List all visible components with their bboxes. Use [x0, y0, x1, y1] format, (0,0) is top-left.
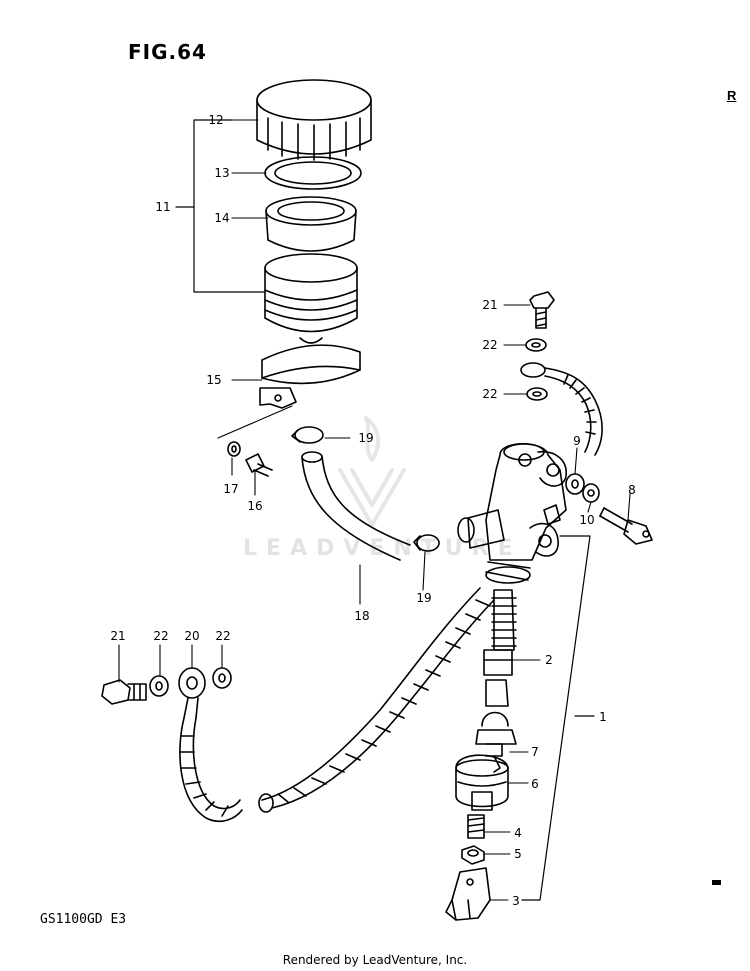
group-bracket-11: [175, 119, 266, 293]
washer-17: [227, 441, 241, 457]
callout-4: 4: [514, 826, 522, 840]
washer-22-upper: [525, 338, 547, 352]
callout-5: 5: [514, 847, 522, 861]
callout-7: 7: [531, 745, 539, 759]
watermark: LEADVENTURE: [243, 536, 522, 561]
brake-hose-lower: [258, 587, 495, 813]
callout-6: 6: [531, 777, 539, 791]
washer-22-lower-left: [149, 675, 169, 697]
callout-21-lower: 21: [110, 629, 125, 643]
reservoir-body: [264, 253, 358, 344]
callout-21-upper: 21: [482, 298, 497, 312]
brake-hose-upper: [520, 362, 603, 456]
figure-title: FIG.64: [128, 40, 207, 64]
callout-18: 18: [354, 609, 369, 623]
callout-13: 13: [214, 166, 229, 180]
callout-20: 20: [184, 629, 199, 643]
callout-labels: 12 13 11 14 15 21 22 22 9 19 17 16 8 10 …: [110, 113, 635, 908]
bolt-8: [599, 507, 653, 545]
callout-22-lower-right: 22: [215, 629, 230, 643]
callout-9: 9: [573, 434, 581, 448]
hose-clamp-lower: [413, 534, 440, 552]
model-code: GS1100GD E3: [40, 912, 127, 927]
callout-14: 14: [214, 211, 229, 225]
leader-lines: [118, 119, 631, 901]
callout-22-middle: 22: [482, 387, 497, 401]
bolt-16: [245, 453, 273, 477]
callout-15: 15: [206, 373, 221, 387]
side-mark: R: [727, 88, 737, 103]
hose-clamp-upper: [291, 426, 324, 444]
push-rod-parts: [455, 711, 517, 811]
washer-10: [582, 483, 600, 503]
diaphragm: [264, 156, 362, 190]
watermark-logo: [338, 416, 406, 527]
reservoir-band: [259, 344, 361, 409]
group-bracket-1: [521, 535, 595, 901]
callout-12: 12: [208, 113, 223, 127]
callout-2: 2: [545, 653, 553, 667]
washer-9: [565, 473, 585, 495]
callout-8: 8: [628, 483, 636, 497]
callout-10: 10: [579, 513, 594, 527]
clevis-3: [445, 867, 491, 921]
reservoir-cap: [256, 79, 372, 161]
callout-22-lower-left: 22: [153, 629, 168, 643]
callout-11: 11: [155, 200, 170, 214]
adjuster-bolt-4: [467, 814, 485, 839]
lock-nut-5: [461, 845, 485, 865]
callout-19-upper: 19: [358, 431, 373, 445]
callout-19-lower: 19: [416, 591, 431, 605]
reservoir-hose: [301, 451, 411, 561]
union-bolt-upper: [529, 291, 555, 329]
margin-mark: [712, 880, 721, 885]
callout-17: 17: [223, 482, 238, 496]
diaphragm-plate: [265, 196, 357, 252]
banjo-fitting-20: [178, 667, 243, 823]
footer-credit: Rendered by LeadVenture, Inc.: [282, 953, 468, 967]
washer-22-middle: [526, 387, 548, 401]
washer-22-lower-right: [212, 667, 232, 689]
callout-16: 16: [247, 499, 262, 513]
callout-3: 3: [512, 894, 520, 908]
callout-1: 1: [599, 710, 607, 724]
callout-22-upper: 22: [482, 338, 497, 352]
master-cylinder-body: [457, 443, 567, 584]
push-rod-boot: [483, 589, 517, 707]
union-bolt-lower: [101, 679, 147, 705]
